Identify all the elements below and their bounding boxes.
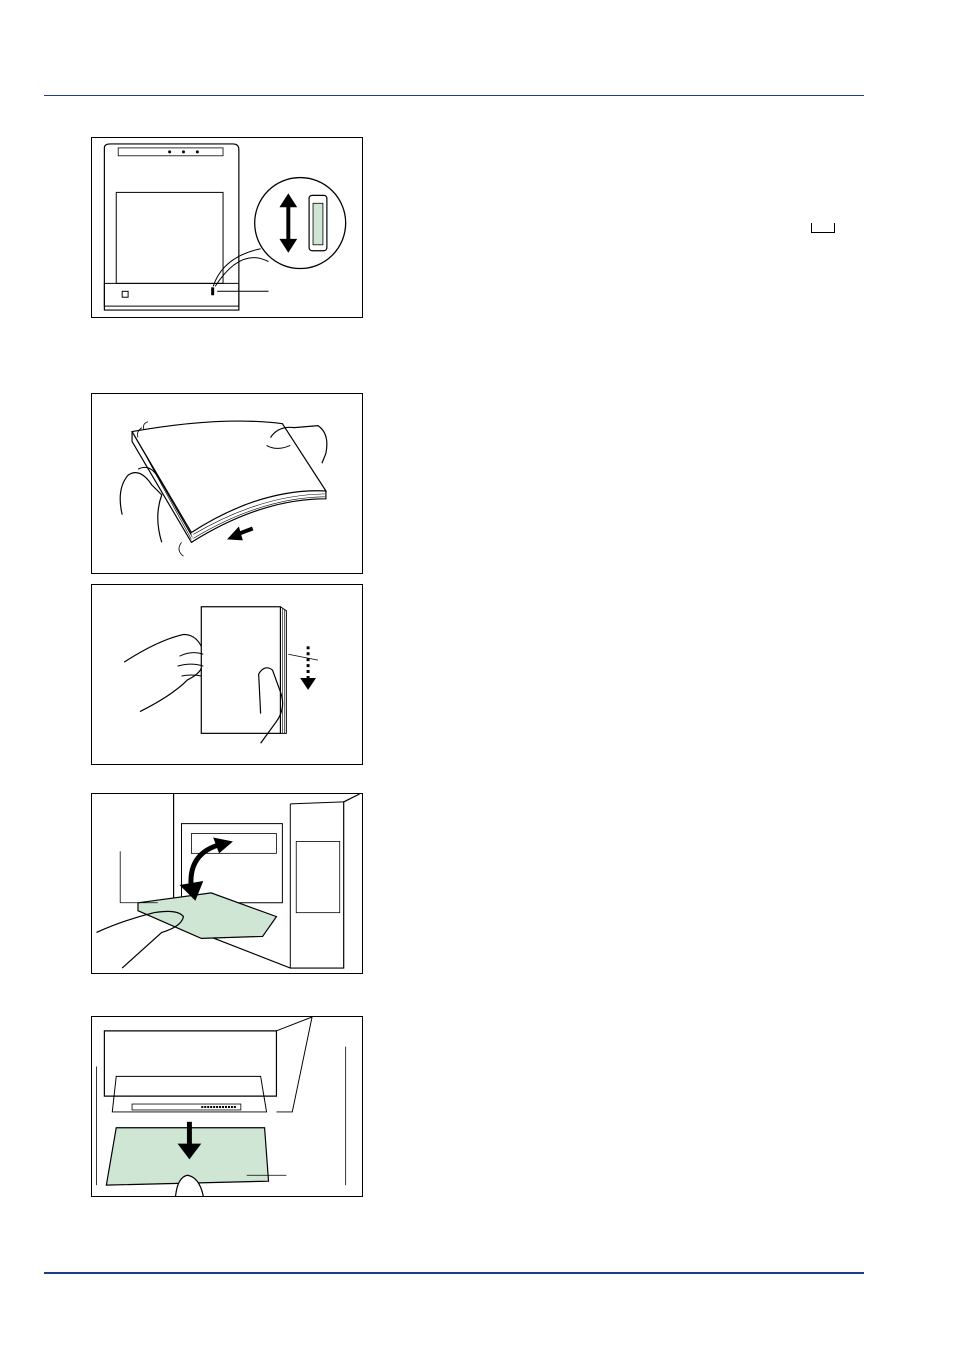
tap-paper-illustration: [123, 606, 319, 744]
figure-open-mp-tray: [91, 793, 363, 974]
footer-rule: [44, 1272, 864, 1274]
curved-arrow-icon: [179, 837, 233, 901]
figure-fan-paper: [91, 393, 363, 574]
figure-paper-gauge: [91, 137, 363, 318]
bracket-mark-icon: [811, 223, 835, 233]
figure-tap-paper: [91, 584, 363, 765]
right-arrow-icon: [227, 526, 254, 541]
up-down-arrow-icon: [279, 193, 298, 253]
fan-paper-illustration: [119, 420, 328, 557]
header-rule: [44, 95, 864, 96]
down-arrow-icon: [300, 646, 317, 690]
mp-tray-illustration: [96, 794, 360, 969]
subtray-illustration: [96, 1017, 347, 1196]
figure-pull-out-subtray: [91, 1016, 363, 1197]
down-arrow-icon: [177, 1121, 202, 1160]
printer-front-illustration: [103, 143, 347, 311]
